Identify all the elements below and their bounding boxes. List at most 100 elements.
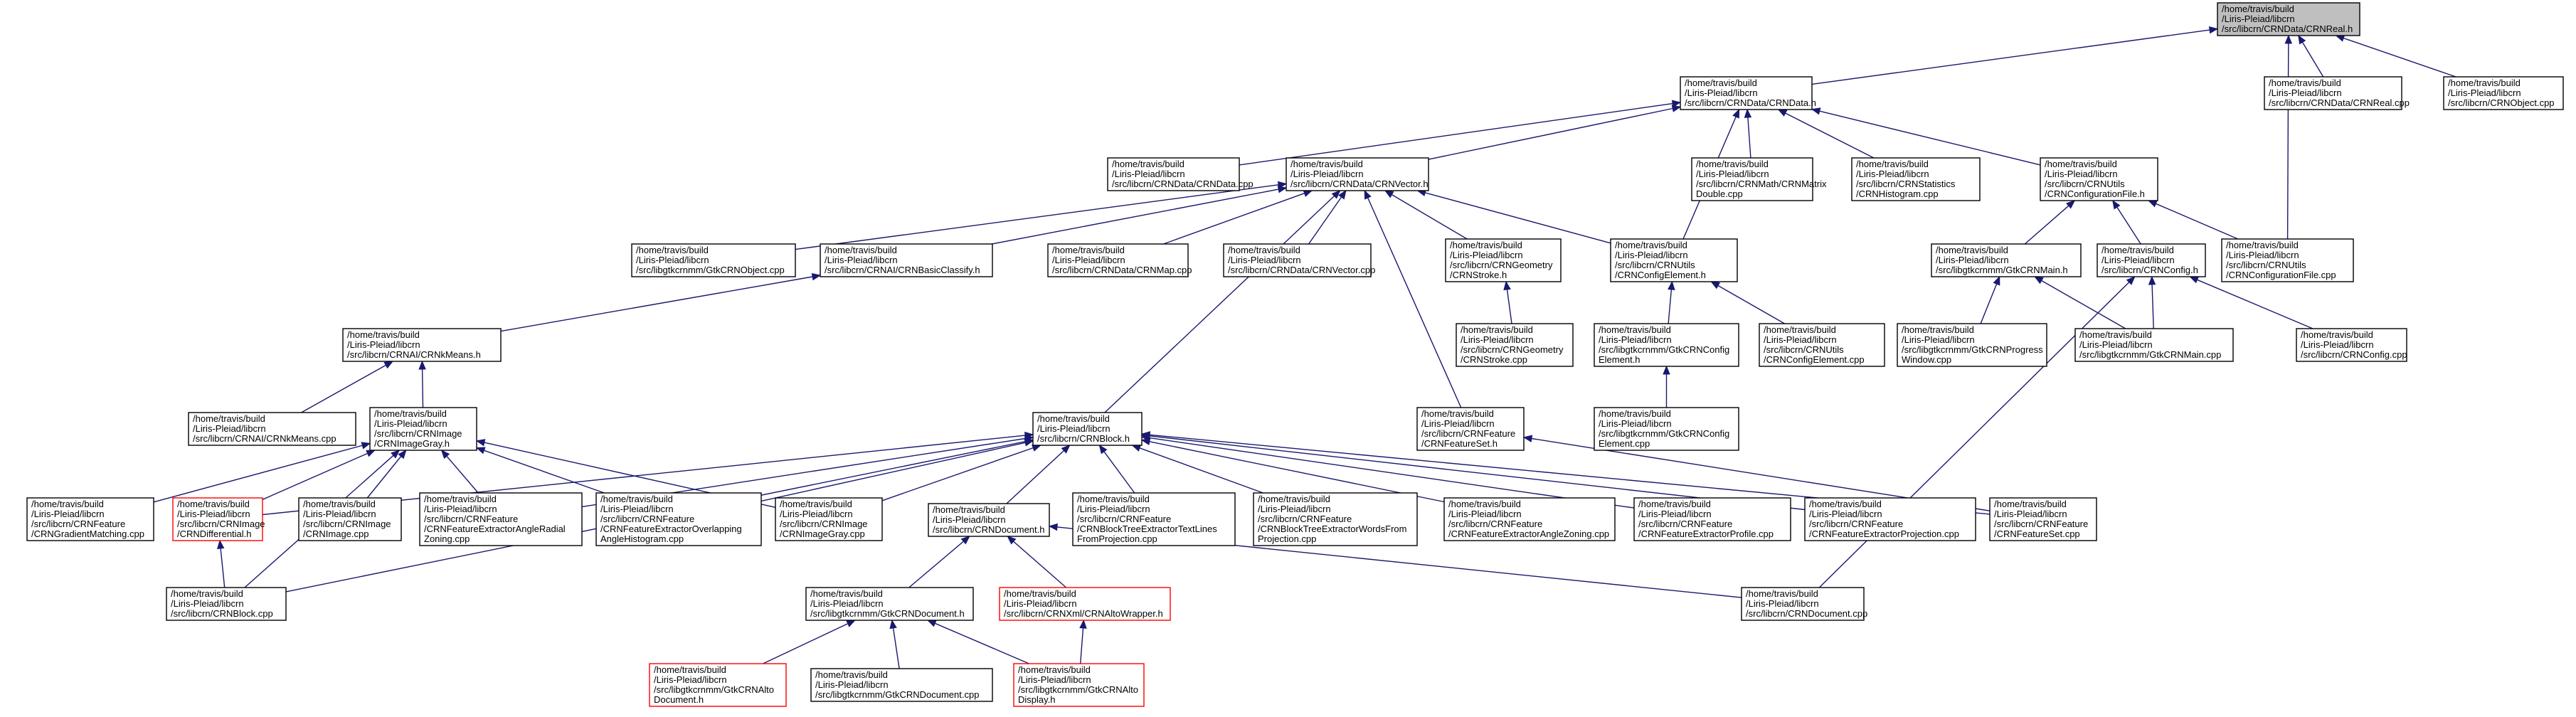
node-crnfeatoverlap[interactable]: /home/travis/build/Liris-Pleiad/libcrn/s…	[595, 492, 762, 546]
node-crngradientmatching[interactable]: /home/travis/build/Liris-Pleiad/libcrn/s…	[26, 497, 154, 541]
edge-crnconfig_h-to-crnconfigfile_h	[2112, 199, 2141, 245]
node-label-line: /home/travis/build	[1450, 240, 1522, 250]
node-crnconfigelement-cpp[interactable]: /home/travis/build/Liris-Pleiad/libcrn/s…	[1759, 323, 1885, 367]
node-label-line: /home/travis/build	[171, 588, 243, 599]
node-gtkcrnconfigelement-cpp[interactable]: /home/travis/build/Liris-Pleiad/libcrn/s…	[1594, 407, 1739, 451]
node-label-line: /src/libcrn/CRNDocument.cpp	[1746, 608, 1867, 619]
node-crnfeatureset-cpp[interactable]: /home/travis/build/Liris-Pleiad/libcrn/s…	[1989, 497, 2097, 541]
node-box	[1107, 157, 1240, 191]
node-crnstroke-h[interactable]: /home/travis/build/Liris-Pleiad/libcrn/s…	[1445, 238, 1562, 282]
node-crnkmeans[interactable]: /home/travis/build/Liris-Pleiad/libcrn/s…	[342, 328, 502, 362]
edge-arrowhead	[366, 450, 376, 457]
node-label-line: /src/libcrn/CRNConfig.h	[2101, 265, 2198, 275]
edge-crnmap-to-crnvector_h	[1163, 189, 1313, 245]
node-label-line: /Liris-Pleiad/libcrn	[1018, 674, 1091, 685]
node-label-line: /Liris-Pleiad/libcrn	[1696, 169, 1769, 179]
node-label-line: /Liris-Pleiad/libcrn	[1994, 509, 2067, 519]
node-crndocument-h[interactable]: /home/travis/build/Liris-Pleiad/libcrn/s…	[928, 503, 1050, 537]
node-gtkcrnobject[interactable]: /home/travis/build/Liris-Pleiad/libcrn/s…	[631, 243, 796, 277]
node-crndocument-cpp[interactable]: /home/travis/build/Liris-Pleiad/libcrn/s…	[1741, 587, 1867, 621]
edge-arrowhead	[846, 620, 856, 627]
node-gtkcrndocument-cpp[interactable]: /home/travis/build/Liris-Pleiad/libcrn/s…	[810, 668, 993, 702]
node-crnconfig-h[interactable]: /home/travis/build/Liris-Pleiad/libcrn/s…	[2097, 243, 2206, 277]
node-label-line: /home/travis/build	[1599, 408, 1671, 419]
node-label-line: /Liris-Pleiad/libcrn	[654, 674, 727, 685]
node-crnfeatureset-h[interactable]: /home/travis/build/Liris-Pleiad/libcrn/s…	[1416, 407, 1525, 451]
node-crnhistogram[interactable]: /home/travis/build/Liris-Pleiad/libcrn/s…	[1851, 157, 1981, 201]
node-crnfeatprojection[interactable]: /home/travis/build/Liris-Pleiad/libcrn/s…	[1804, 497, 1976, 541]
edge-gtkcrndocument_cpp-to-gtkcrndocument_h	[889, 619, 900, 669]
node-crnfeatanglezoning[interactable]: /home/travis/build/Liris-Pleiad/libcrn/s…	[1443, 497, 1616, 541]
edge-arrowhead	[1732, 108, 1740, 119]
node-crnfeatradial[interactable]: /home/travis/build/Liris-Pleiad/libcrn/s…	[419, 492, 583, 546]
node-crnmap[interactable]: /home/travis/build/Liris-Pleiad/libcrn/s…	[1047, 243, 1192, 277]
node-crnmatrixdouble[interactable]: /home/travis/build/Liris-Pleiad/libcrn/s…	[1691, 157, 1827, 201]
edge-crnconfig_cpp-to-crnconfig_h	[2189, 276, 2313, 329]
node-label-line: /CRNGradientMatching.cpp	[31, 529, 144, 539]
node-crndifferential[interactable]: /home/travis/build/Liris-Pleiad/libcrn/s…	[172, 497, 265, 541]
node-crnconfigfile-cpp[interactable]: /home/travis/build/Liris-Pleiad/libcrn/s…	[2221, 238, 2354, 282]
node-label-line: /Liris-Pleiad/libcrn	[600, 504, 674, 514]
edge-arrowhead	[398, 449, 407, 460]
node-label-line: /src/libcrn/CRNUtils	[2045, 179, 2125, 189]
node-crnvector-cpp[interactable]: /home/travis/build/Liris-Pleiad/libcrn/s…	[1223, 243, 1375, 277]
edge-crnfeatureset_h-to-crnvector_h	[1364, 189, 1462, 408]
node-label-line: /CRNConfigElement.h	[1615, 270, 1706, 280]
node-crnfeatprofile[interactable]: /home/travis/build/Liris-Pleiad/libcrn/s…	[1633, 497, 1791, 541]
node-crnaltowrapper[interactable]: /home/travis/build/Liris-Pleiad/libcrn/s…	[999, 587, 1171, 621]
node-label-line: /Liris-Pleiad/libcrn	[374, 418, 447, 429]
node-label-line: /home/travis/build	[303, 499, 376, 509]
node-label-line: /home/travis/build	[1809, 499, 1882, 509]
edge-gtkcrnprogress-to-gtkcrnmain_h	[1980, 275, 2000, 324]
node-crnconfig-cpp[interactable]: /home/travis/build/Liris-Pleiad/libcrn/s…	[2296, 328, 2407, 362]
edge-arrowhead	[1663, 365, 1670, 375]
edge-gtkcrnaltodisplay-to-gtkcrndocument_h	[926, 620, 1029, 664]
node-label-line: /src/libcrn/CRNConfig.cpp	[2301, 349, 2407, 360]
node-crnbtwords[interactable]: /home/travis/build/Liris-Pleiad/libcrn/s…	[1253, 492, 1418, 546]
edge-arrowhead	[1079, 619, 1087, 629]
node-crndata-h[interactable]: /home/travis/build/Liris-Pleiad/libcrn/s…	[1680, 76, 1816, 110]
node-box	[820, 243, 993, 277]
node-crnobject-cpp[interactable]: /home/travis/build/Liris-Pleiad/libcrn/s…	[2443, 76, 2564, 110]
node-label-line: /home/travis/build	[2301, 329, 2373, 340]
node-box	[775, 497, 883, 541]
node-crnstroke-cpp[interactable]: /home/travis/build/Liris-Pleiad/libcrn/s…	[1456, 323, 1574, 367]
node-crnimagegray-cpp[interactable]: /home/travis/build/Liris-Pleiad/libcrn/s…	[775, 497, 883, 541]
node-gtkcrnconfigelement-h[interactable]: /home/travis/build/Liris-Pleiad/libcrn/s…	[1594, 323, 1739, 367]
edge-crnfeatradial-to-crnimagegray_h	[440, 449, 479, 494]
edge-arrowhead	[1338, 189, 1347, 200]
node-gtkcrndocument-h[interactable]: /home/travis/build/Liris-Pleiad/libcrn/s…	[805, 587, 974, 621]
node-gtkcrnmain-cpp[interactable]: /home/travis/build/Liris-Pleiad/libcrn/s…	[2074, 328, 2234, 362]
node-crnimage-cpp[interactable]: /home/travis/build/Liris-Pleiad/libcrn/s…	[298, 497, 402, 541]
node-crnblock-cpp[interactable]: /home/travis/build/Liris-Pleiad/libcrn/s…	[166, 587, 287, 621]
node-gtkcrnmain-h[interactable]: /home/travis/build/Liris-Pleiad/libcrn/s…	[1931, 243, 2082, 277]
node-crnconfigfile-h[interactable]: /home/travis/build/Liris-Pleiad/libcrn/s…	[2040, 157, 2158, 201]
node-label-line: /home/travis/build	[1638, 499, 1711, 509]
node-crnblock-h[interactable]: /home/travis/build/Liris-Pleiad/libcrn/s…	[1032, 412, 1143, 446]
node-label-line: Double.cpp	[1696, 188, 1743, 199]
node-label-line: /Liris-Pleiad/libcrn	[1615, 250, 1688, 260]
node-crnvector-h[interactable]: /home/travis/build/Liris-Pleiad/libcrn/s…	[1286, 157, 1429, 191]
node-crndata-cpp[interactable]: /home/travis/build/Liris-Pleiad/libcrn/s…	[1107, 157, 1253, 191]
node-gtkcrnaltodocument[interactable]: /home/travis/build/Liris-Pleiad/libcrn/s…	[649, 663, 787, 707]
node-crnkmeans-cpp[interactable]: /home/travis/build/Liris-Pleiad/libcrn/s…	[188, 412, 356, 446]
node-gtkcrnaltodisplay[interactable]: /home/travis/build/Liris-Pleiad/libcrn/s…	[1013, 663, 1145, 707]
node-box	[1804, 497, 1976, 541]
node-gtkcrnprogress[interactable]: /home/travis/build/Liris-Pleiad/libcrn/s…	[1897, 323, 2047, 367]
node-label-line: /home/travis/build	[193, 413, 265, 424]
edge-arrowhead	[1777, 109, 1788, 117]
node-label-line: /CRNStroke.cpp	[1461, 354, 1527, 365]
node-box	[1759, 323, 1885, 367]
node-label-line: /CRNFeatureSet.h	[1421, 438, 1498, 449]
node-crnconfigelement-h[interactable]: /home/travis/build/Liris-Pleiad/libcrn/s…	[1610, 238, 1738, 282]
node-crnreal-cpp[interactable]: /home/travis/build/Liris-Pleiad/libcrn/s…	[2264, 76, 2410, 110]
node-label-line: /CRNBlockTreeExtractorWordsFrom	[1258, 524, 1406, 534]
node-crnimagegray-h[interactable]: /home/travis/build/Liris-Pleiad/libcrn/s…	[369, 407, 477, 451]
node-label-line: /home/travis/build	[1077, 494, 1150, 504]
node-crnbasicclassify[interactable]: /home/travis/build/Liris-Pleiad/libcrn/s…	[820, 243, 993, 277]
node-box	[1691, 157, 1813, 201]
node-label-line: /home/travis/build	[636, 245, 709, 255]
edge-arrowhead	[1671, 100, 1682, 107]
node-crnbtextlines[interactable]: /home/travis/build/Liris-Pleiad/libcrn/s…	[1072, 492, 1236, 546]
node-label-line: /CRNFeatureExtractorProfile.cpp	[1638, 529, 1774, 539]
